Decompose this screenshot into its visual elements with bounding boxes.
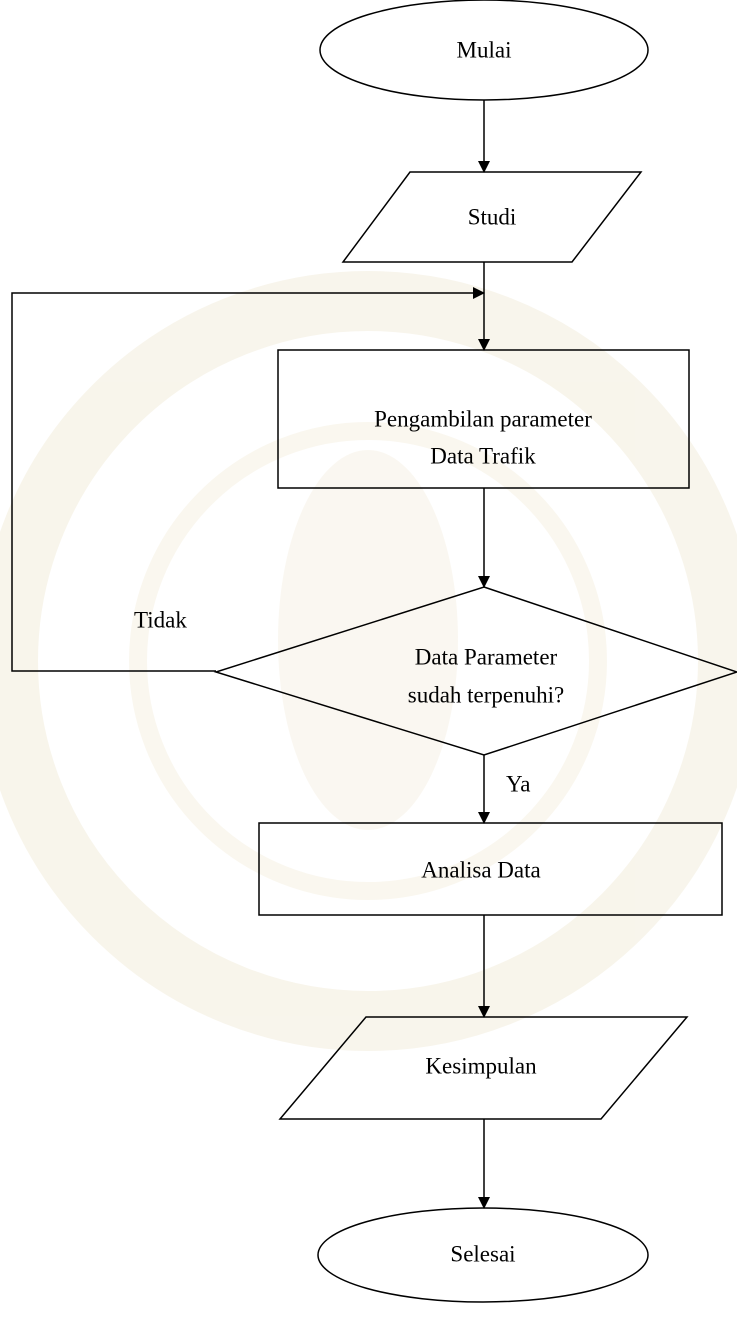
collect-label-line2: Data Trafik: [430, 444, 536, 469]
study-io-shape: [341, 171, 643, 263]
watermark-seal: [0, 271, 737, 1051]
end-terminator: [317, 1207, 649, 1303]
end-label: Selesai: [450, 1242, 515, 1267]
decision-label-line1: Data Parameter: [415, 645, 558, 670]
no-branch-label: Tidak: [134, 608, 187, 633]
analysis-process-box: [258, 822, 723, 916]
yes-branch-label: Ya: [506, 772, 531, 797]
conclusion-io-shape: [278, 1016, 689, 1120]
study-label: Studi: [468, 205, 517, 230]
conclusion-label: Kesimpulan: [425, 1054, 537, 1079]
collect-label-line1: Pengambilan parameter: [374, 407, 592, 432]
loop-back-no-path: [11, 287, 485, 672]
start-label: Mulai: [457, 38, 512, 63]
analysis-label: Analisa Data: [421, 858, 540, 883]
decision-label-line2: sudah terpenuhi?: [408, 683, 564, 708]
